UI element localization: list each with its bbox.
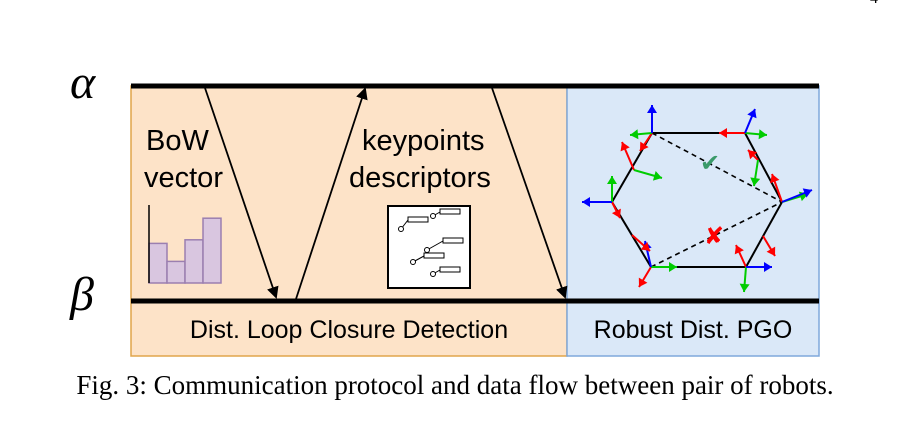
pose-axis-head-x [769,174,780,184]
pose-axis-head-x [611,208,621,218]
inlier-check-icon: ✔ [700,150,720,177]
pose-axis-head-y [652,170,662,181]
keypoints-label-line1: keypoints [362,125,485,157]
figure-caption: Fig. 3: Communication protocol and data … [76,370,834,400]
keypoints-message-arrow [491,87,568,299]
keypoints-descriptor-icon [387,205,471,289]
pose-axis-head-x [620,142,630,152]
outlier-loop-closure-edge [650,201,783,268]
beta-label: β [69,268,94,321]
pose-axis-head-z [802,188,812,198]
communication-diagram: α β BoW vector keypoints descriptors [69,56,820,357]
inlier-loop-closure-edge [651,132,783,203]
pose-axis-head-y [630,129,639,140]
pose-axis-head-x [719,128,727,138]
outlier-cross-icon: ✘ [704,223,724,250]
bow-histogram-icon [148,205,222,284]
bow-label-line2: vector [144,162,223,194]
pose-axis-head-y [607,176,617,184]
pose-axis-head-z [647,105,657,113]
pose-axis-head-z [764,262,772,272]
bow-label-line1: BoW [146,125,209,157]
pose-axis-head-z [582,197,590,207]
loop-closure-section-label: Dist. Loop Closure Detection [190,316,508,344]
histogram-bar [166,260,186,284]
keypoints-label-line2: descriptors [349,162,491,194]
pgo-section-label: Robust Dist. PGO [594,316,793,344]
pose-axis-head-y [750,177,761,186]
pose-axis-head-y [739,283,750,292]
histogram-bar [184,239,204,284]
pose-graph: ✔ ✘ [582,105,813,293]
page-number: 4 [870,0,878,8]
pose-axis-head-x [640,141,649,151]
pose-axis-head-z [747,109,757,119]
bow-message-arrow [204,87,279,299]
pose-axis-head-x [638,277,648,287]
pose-axis-head-y [758,129,767,140]
pose-axis-head-x [766,246,776,256]
alpha-label: α [70,56,96,109]
pose-axis-head-x [748,150,758,160]
pose-axis-head-x [734,245,744,255]
pose-axis-head-x [640,241,650,251]
pose-axis-head-y [669,262,677,272]
histogram-bar [202,217,222,284]
histogram-bar [148,242,168,284]
keypoints-request-arrow [295,87,368,300]
pgo-panel [566,85,820,357]
